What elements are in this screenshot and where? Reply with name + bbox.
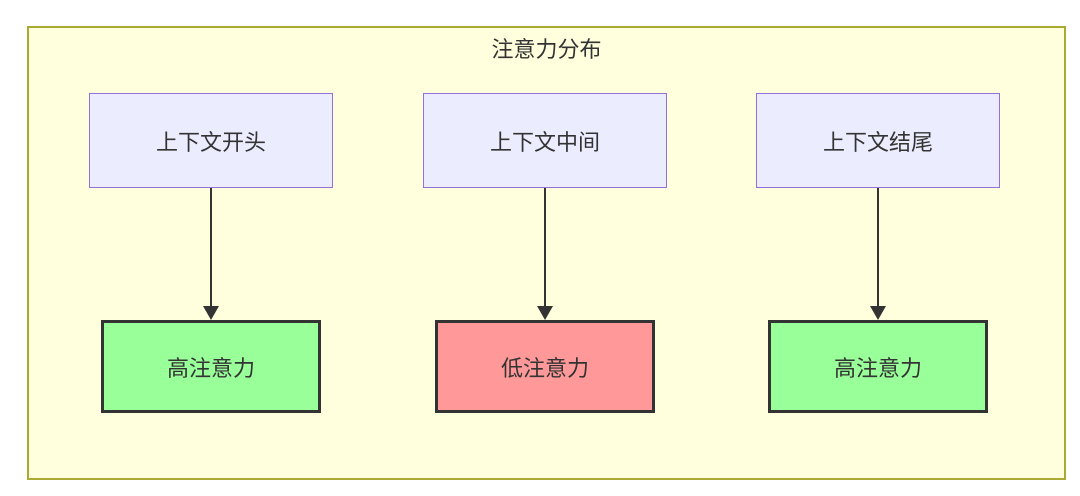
- node-high-attention-left-label: 高注意力: [166, 355, 255, 381]
- arrow-line: [877, 188, 879, 306]
- node-high-attention-right: 高注意力: [768, 320, 988, 413]
- diagram-column-middle: 上下文中间 低注意力: [423, 93, 667, 413]
- node-context-start-label: 上下文开头: [155, 129, 266, 155]
- arrow-line: [210, 188, 212, 306]
- arrow-down-icon: [870, 188, 886, 320]
- node-context-end-label: 上下文结尾: [822, 129, 933, 155]
- arrow-head-icon: [870, 306, 886, 320]
- node-high-attention-left: 高注意力: [101, 320, 321, 413]
- arrow-line: [544, 188, 546, 306]
- arrow-head-icon: [203, 306, 219, 320]
- arrow-down-icon: [537, 188, 553, 320]
- arrow-down-icon: [203, 188, 219, 320]
- flowchart-canvas: 注意力分布 上下文开头 高注意力 上下文中间 低注意力 上下文结尾: [27, 26, 1066, 480]
- node-context-middle: 上下文中间: [423, 93, 667, 188]
- diagram-column-end: 上下文结尾 高注意力: [756, 93, 1000, 413]
- node-low-attention-label: 低注意力: [500, 355, 589, 381]
- diagram-column-start: 上下文开头 高注意力: [89, 93, 333, 413]
- node-context-end: 上下文结尾: [756, 93, 1000, 188]
- diagram-title: 注意力分布: [491, 37, 602, 62]
- node-high-attention-right-label: 高注意力: [833, 355, 922, 381]
- node-context-start: 上下文开头: [89, 93, 333, 188]
- node-context-middle-label: 上下文中间: [489, 129, 600, 155]
- node-low-attention: 低注意力: [435, 320, 655, 413]
- arrow-head-icon: [537, 306, 553, 320]
